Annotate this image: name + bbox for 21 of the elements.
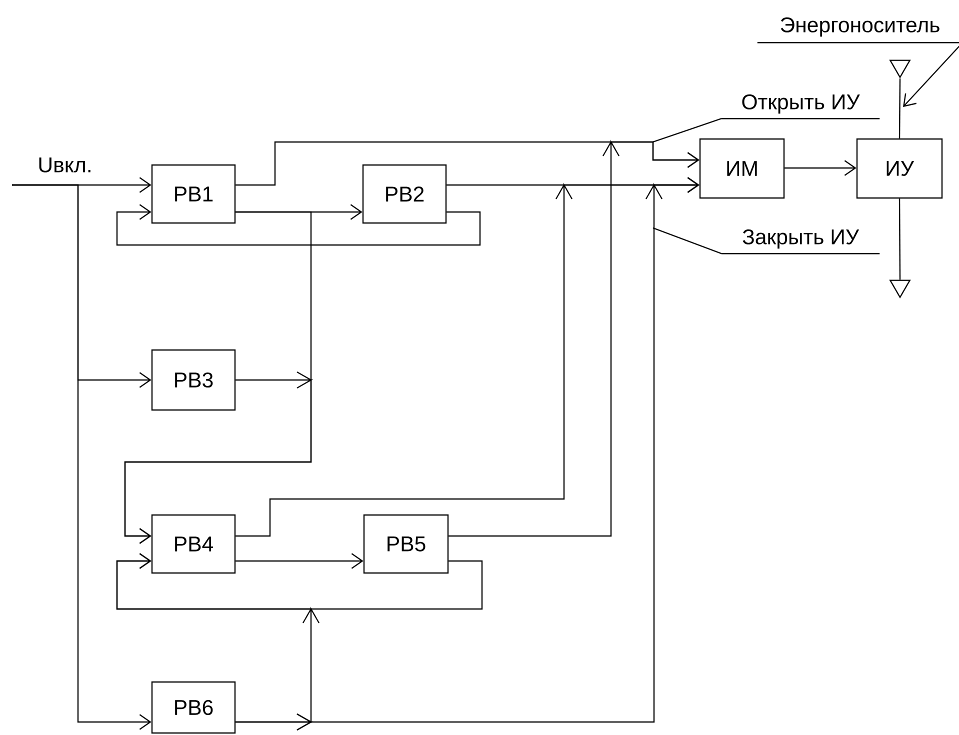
arrow	[236, 177, 700, 731]
block-box: РВ3	[151, 349, 236, 411]
block-box: РВ4	[151, 514, 236, 574]
block-box: РВ1	[151, 164, 236, 224]
arrow	[124, 371, 314, 544]
block-box: РВ5	[363, 514, 449, 574]
leader-line	[652, 227, 722, 254]
arrow	[116, 204, 481, 246]
block-box: ИУ	[856, 138, 943, 199]
underlined-label: Энергоноситель	[757, 17, 959, 44]
edge-label: Uвкл.	[39, 158, 90, 172]
block-box: ИМ	[699, 138, 785, 199]
leader-line	[652, 118, 722, 143]
block-box: РВ6	[151, 681, 236, 734]
underlined-label: Закрыть ИУ	[721, 229, 880, 254]
arrow	[448, 140, 700, 537]
arrow	[236, 553, 364, 569]
underlined-label: Открыть ИУ	[721, 94, 880, 120]
arrow	[12, 184, 152, 730]
arrow	[784, 160, 856, 176]
block-box: РВ2	[362, 164, 447, 224]
